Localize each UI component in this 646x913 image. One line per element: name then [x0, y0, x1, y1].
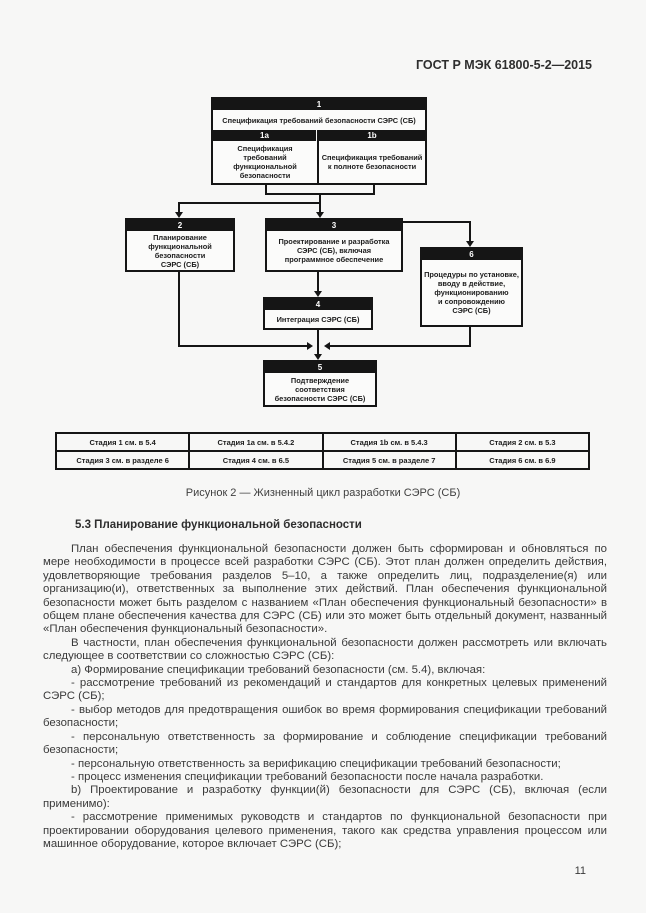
paragraph: План обеспечения функциональной безопасн…	[43, 543, 607, 636]
flowchart-box-1a-number: 1a	[213, 130, 317, 141]
connector-line	[469, 327, 471, 347]
table-cell: Стадия 4 см. в 6.5	[188, 450, 324, 470]
arrowhead-icon	[316, 212, 324, 218]
flowchart-box-6-number: 6	[422, 249, 521, 260]
table-cell: Стадия 2 см. в 5.3	[454, 432, 591, 452]
table-cell: Стадия 5 см. в разделе 7	[321, 450, 457, 470]
flowchart-box-6-label: Процедуры по установке, вводу в действие…	[424, 270, 519, 315]
list-item-paragraph: - процесс изменения спецификации требова…	[71, 770, 544, 783]
stage-reference-table: Стадия 1 см. в 5.4 Стадия 1a см. в 5.4.2…	[54, 432, 591, 470]
flowchart-box-3-label: Проектирование и разработка СЭРС (СБ), в…	[278, 237, 390, 264]
flowchart-box-4-number: 4	[265, 299, 371, 310]
arrowhead-icon	[175, 212, 183, 218]
connector-line	[469, 221, 471, 242]
paragraph: b) Проектирование и разработку функции(й…	[43, 784, 607, 810]
flowchart-box-2: 2 Планирование функциональной безопаснос…	[125, 218, 235, 272]
flowchart-box-2-number: 2	[127, 220, 233, 231]
arrowhead-icon	[314, 291, 322, 297]
connector-line	[319, 193, 321, 202]
list-item-paragraph: - персональную ответственность за верифи…	[71, 757, 561, 770]
table-cell: Стадия 1b см. в 5.4.3	[321, 432, 457, 452]
flowchart-box-5-number: 5	[265, 362, 375, 373]
connector-line	[178, 272, 180, 347]
flowchart-box-5-label: Подтверждение соответствия безопасности …	[274, 375, 366, 403]
figure-caption: Рисунок 2 — Жизненный цикл разработки СЭ…	[185, 487, 461, 499]
flowchart-box-2-label: Планирование функциональной безопасности…	[148, 232, 212, 269]
connector-line	[330, 345, 471, 347]
list-item-paragraph: - рассмотрение применимых руководств и с…	[43, 811, 607, 850]
flowchart-box-1a-label: Спецификация требований функциональной б…	[233, 144, 297, 180]
table-cell: Стадия 1a см. в 5.4.2	[188, 432, 324, 452]
list-item-paragraph: - выбор методов для предотвращения ошибо…	[43, 703, 607, 730]
table-row: Стадия 3 см. в разделе 6 Стадия 4 см. в …	[54, 450, 591, 470]
flowchart-box-4: 4 Интеграция СЭРС (СБ)	[263, 297, 373, 330]
list-item-paragraph: - рассмотрение требований из рекомендаци…	[43, 677, 607, 703]
flowchart-box-1b-label: Спецификация требований к полноте безопа…	[321, 153, 423, 171]
section-heading: 5.3 Планирование функциональной безопасн…	[75, 519, 362, 531]
connector-line	[265, 185, 267, 193]
paragraph: а) Формирование спецификации требований …	[71, 663, 486, 676]
flowchart-box-3: 3 Проектирование и разработка СЭРС (СБ),…	[265, 218, 403, 272]
flowchart-box-1b-number: 1b	[319, 130, 425, 141]
arrowhead-icon	[466, 241, 474, 247]
arrowhead-icon	[307, 342, 313, 350]
flowchart-box-1: 1 Спецификация требований безопасности С…	[211, 97, 427, 185]
table-row: Стадия 1 см. в 5.4 Стадия 1a см. в 5.4.2…	[54, 432, 591, 452]
figure-2-diagram: 1 Спецификация требований безопасности С…	[0, 0, 646, 425]
connector-line	[178, 345, 308, 347]
connector-line	[178, 202, 321, 204]
connector-line	[403, 221, 471, 223]
body-text: План обеспечения функциональной безопасн…	[43, 543, 607, 851]
connector-line	[317, 330, 319, 355]
connector-line	[317, 272, 319, 292]
flowchart-box-1-number: 1	[213, 99, 425, 110]
list-item-paragraph: - персональную ответственность за формир…	[43, 730, 607, 757]
paragraph: В частности, план обеспечения функционал…	[43, 636, 607, 663]
page-number: 11	[574, 865, 586, 877]
connector-line	[178, 202, 180, 213]
flowchart-box-1b: 1b Спецификация требований к полноте без…	[319, 130, 425, 183]
arrowhead-icon	[324, 342, 330, 350]
flowchart-box-4-label: Интеграция СЭРС (СБ)	[276, 314, 360, 324]
connector-line	[319, 202, 321, 213]
arrowhead-icon	[314, 354, 322, 360]
table-cell: Стадия 6 см. в 6.9	[454, 450, 591, 470]
flowchart-box-5: 5 Подтверждение соответствия безопасност…	[263, 360, 377, 407]
flowchart-box-6: 6 Процедуры по установке, вводу в действ…	[420, 247, 523, 327]
table-cell: Стадия 1 см. в 5.4	[54, 432, 191, 452]
flowchart-box-1-label: Спецификация требований безопасности СЭР…	[222, 115, 416, 125]
document-header-title: ГОСТ Р МЭК 61800-5-2—2015	[416, 58, 592, 72]
flowchart-box-1a: 1a Спецификация требований функционально…	[213, 130, 319, 183]
flowchart-box-3-number: 3	[267, 220, 401, 231]
table-cell: Стадия 3 см. в разделе 6	[54, 450, 191, 470]
connector-line	[373, 185, 375, 193]
